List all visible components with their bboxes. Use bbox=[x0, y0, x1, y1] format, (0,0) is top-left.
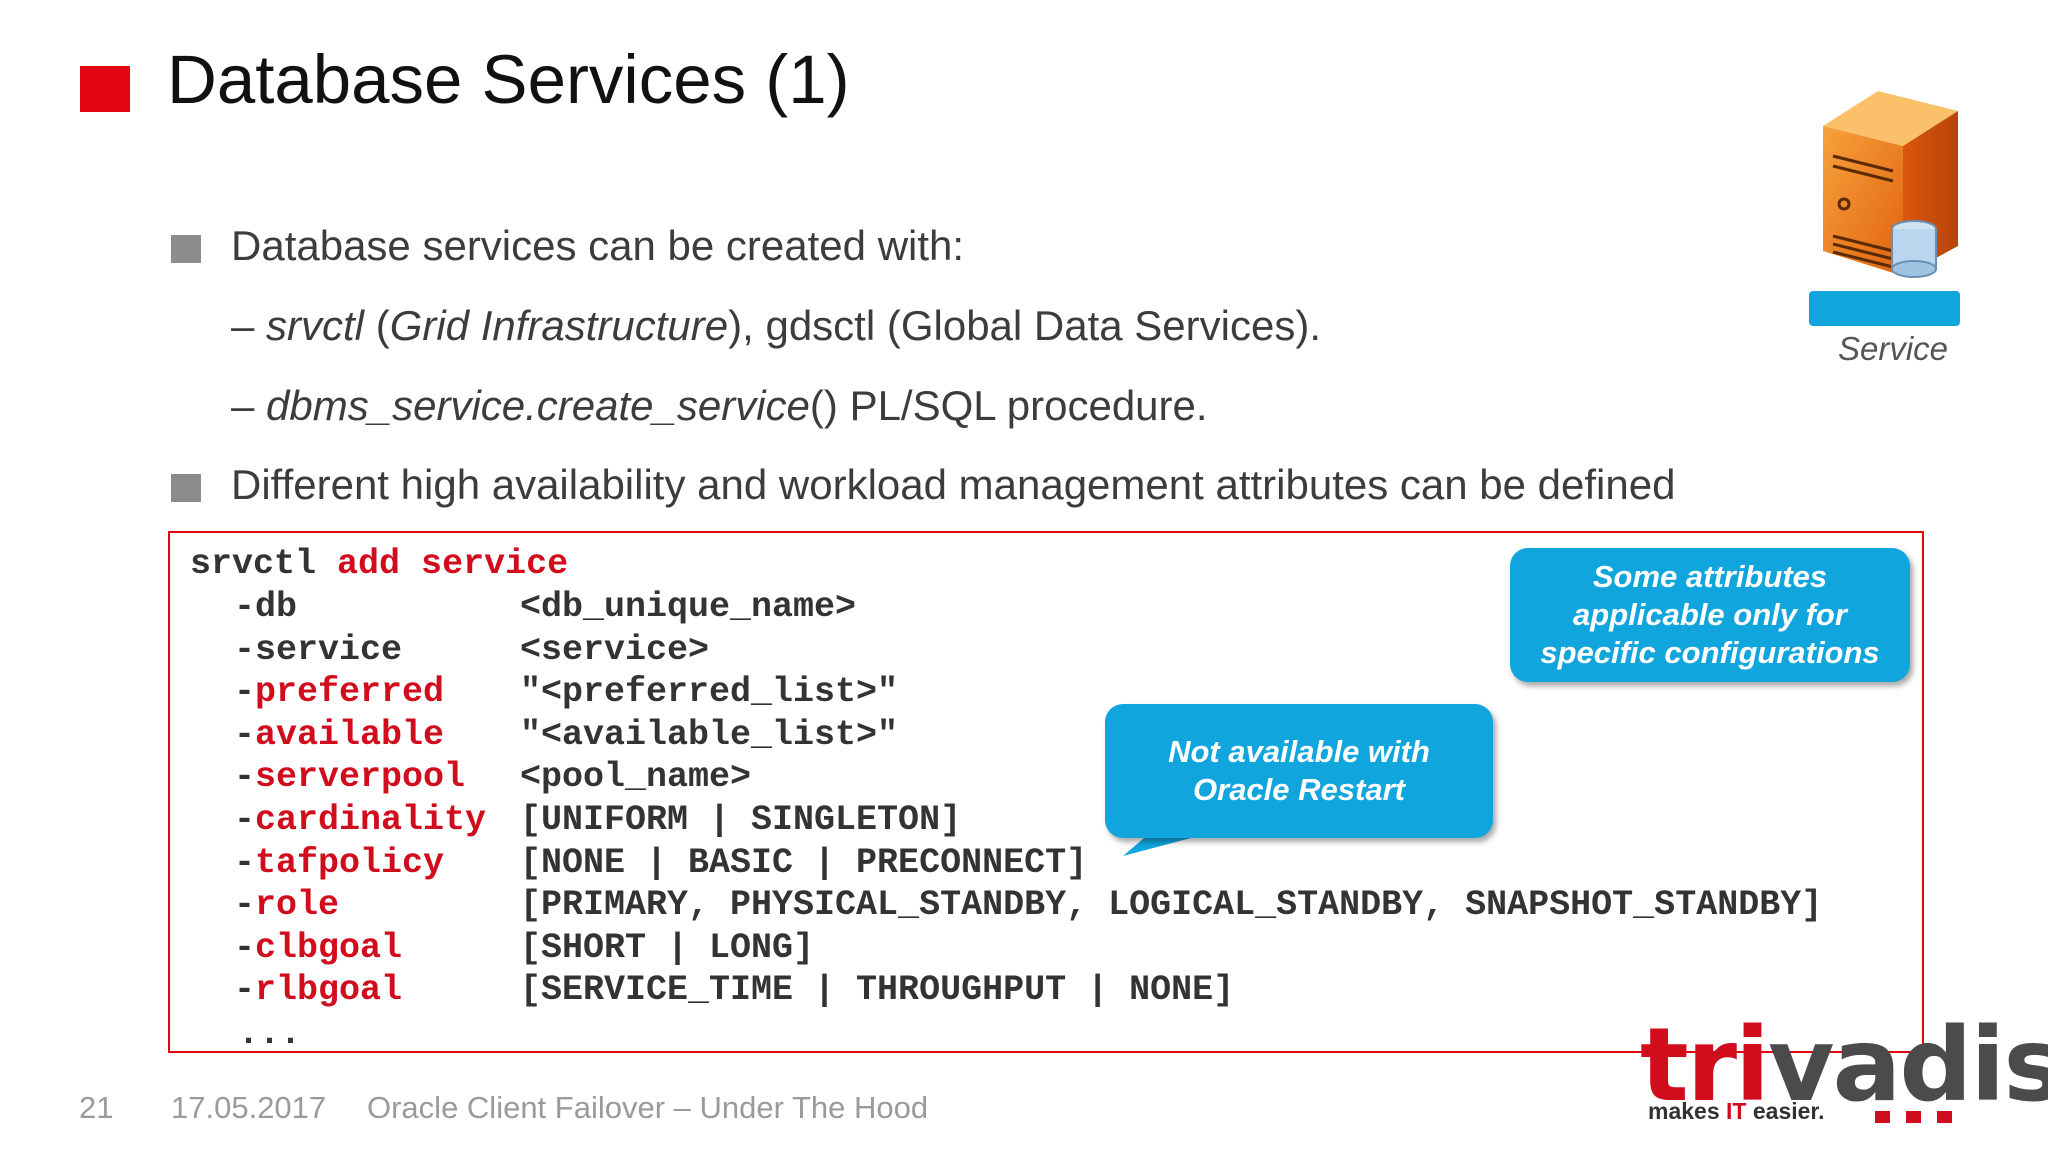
code-cmd: srvctl bbox=[190, 544, 317, 584]
bullet-text: Database services can be created with: bbox=[231, 222, 965, 269]
code-option-flag: -cardinality bbox=[234, 800, 487, 840]
code-option-value: [NONE | BASIC | PRECONNECT] bbox=[520, 842, 1088, 883]
bullet-attributes: Different high availability and workload… bbox=[171, 461, 1676, 509]
code-option-value: [PRIMARY, PHYSICAL_STANDBY, LOGICAL_STAN… bbox=[520, 885, 1823, 926]
code-option-flag: -db bbox=[234, 587, 298, 627]
bullet-square bbox=[171, 235, 201, 263]
code-option-flag: -tafpolicy bbox=[234, 842, 445, 883]
slide-title: Database Services (1) bbox=[167, 41, 850, 118]
dash: – bbox=[231, 382, 267, 429]
procedure-term: dbms_service.create_service bbox=[266, 382, 810, 429]
callout-line: applicable only for bbox=[1573, 597, 1847, 632]
code-option-value: [SERVICE_TIME | THROUGHPUT | NONE] bbox=[520, 970, 1235, 1011]
code-option-flag: -role bbox=[234, 885, 340, 926]
callout-line: Not available with bbox=[1168, 734, 1430, 769]
code-option-flag: -available bbox=[234, 714, 445, 755]
code-option-value: "<preferred_list>" bbox=[520, 672, 899, 713]
callout-oracle-restart: Not available with Oracle Restart bbox=[1105, 704, 1493, 838]
code-option-value: <service> bbox=[520, 629, 710, 670]
service-bar bbox=[1809, 291, 1960, 326]
logo-dot bbox=[1906, 1111, 1921, 1123]
code-command-line: srvctl add service bbox=[190, 544, 568, 584]
callout-config-specific: Some attributes applicable only for spec… bbox=[1510, 548, 1910, 682]
callout-line: Oracle Restart bbox=[1193, 772, 1405, 807]
logo-dot bbox=[1875, 1111, 1890, 1123]
trivadis-logo: trivadis bbox=[1640, 1015, 2048, 1117]
code-option-flag: -service bbox=[234, 629, 403, 670]
footer-presentation-title: Oracle Client Failover – Under The Hood bbox=[367, 1090, 929, 1125]
title-marker bbox=[80, 66, 130, 112]
code-option-value: <db_unique_name> bbox=[520, 587, 857, 627]
tagline-part: makes bbox=[1648, 1098, 1727, 1124]
page-number: 21 bbox=[79, 1090, 114, 1125]
code-option-value: <pool_name> bbox=[520, 757, 752, 798]
code-option-flag: -preferred bbox=[234, 672, 445, 713]
text-fragment: () PL/SQL procedure. bbox=[809, 382, 1208, 429]
callout-line: Some attributes bbox=[1592, 559, 1828, 594]
code-option-flag: -rlbgoal bbox=[234, 970, 403, 1011]
bullet-text: Different high availability and workload… bbox=[231, 461, 1676, 508]
code-option-flag: -serverpool bbox=[234, 757, 466, 798]
server-database-icon bbox=[1823, 91, 1958, 278]
logo-part-red: tri bbox=[1640, 1006, 1770, 1125]
logo-dot bbox=[1937, 1111, 1952, 1123]
code-ellipsis: ... bbox=[238, 1014, 302, 1054]
callout-line: specific configurations bbox=[1540, 635, 1880, 670]
code-option-flag: -clbgoal bbox=[234, 927, 403, 968]
srvctl-term: srvctl bbox=[266, 302, 365, 349]
logo-part-grey: vadis bbox=[1768, 1006, 2048, 1125]
code-option-value: "<available_list>" bbox=[520, 714, 899, 755]
sub-item-srvctl: – srvctl (Grid Infrastructure), gdsctl (… bbox=[231, 302, 1321, 350]
tagline-part: IT bbox=[1726, 1098, 1747, 1124]
code-option-value: [SHORT | LONG] bbox=[520, 927, 815, 968]
dash: – bbox=[231, 302, 267, 349]
sub-item-dbms-service: – dbms_service.create_service() PL/SQL p… bbox=[231, 382, 1208, 430]
bullet-square bbox=[171, 474, 201, 502]
bullet-create: Database services can be created with: bbox=[171, 222, 965, 270]
service-label: Service bbox=[1838, 330, 1949, 367]
text-fragment: ), gdsctl (Global Data Services). bbox=[728, 302, 1322, 349]
text-fragment: ( bbox=[364, 302, 390, 349]
tagline-part: easier. bbox=[1746, 1098, 1825, 1124]
grid-infra-term: Grid Infrastructure bbox=[389, 302, 729, 349]
logo-tagline: makes IT easier. bbox=[1648, 1098, 1825, 1125]
code-option-value: [UNIFORM | SINGLETON] bbox=[520, 800, 962, 840]
footer-date: 17.05.2017 bbox=[171, 1090, 327, 1125]
code-cmd-verb: add service bbox=[337, 544, 569, 584]
